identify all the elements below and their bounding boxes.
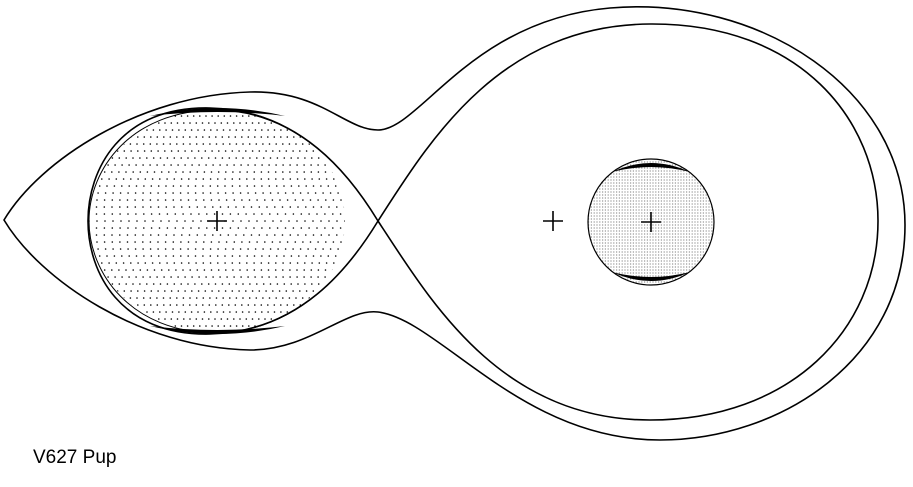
secondary-star-outline	[587, 158, 715, 286]
primary-star	[88, 108, 379, 334]
primary-star-bottom-cap	[150, 326, 285, 334]
secondary-star	[587, 158, 715, 286]
primary-star-dot-pattern	[89, 109, 345, 333]
roche-lobe-right	[377, 23, 879, 421]
primary-star-outline	[88, 109, 379, 334]
primary-star-top-cap	[150, 108, 285, 116]
outer-envelope-contour	[3, 6, 906, 441]
secondary-center-cross	[641, 212, 661, 232]
secondary-star-top-cap	[612, 163, 690, 172]
primary-center-cross	[207, 211, 227, 231]
system-name-label: V627 Pup	[33, 447, 117, 468]
center-of-mass-cross	[543, 211, 563, 231]
secondary-star-bottom-cap	[612, 272, 690, 281]
